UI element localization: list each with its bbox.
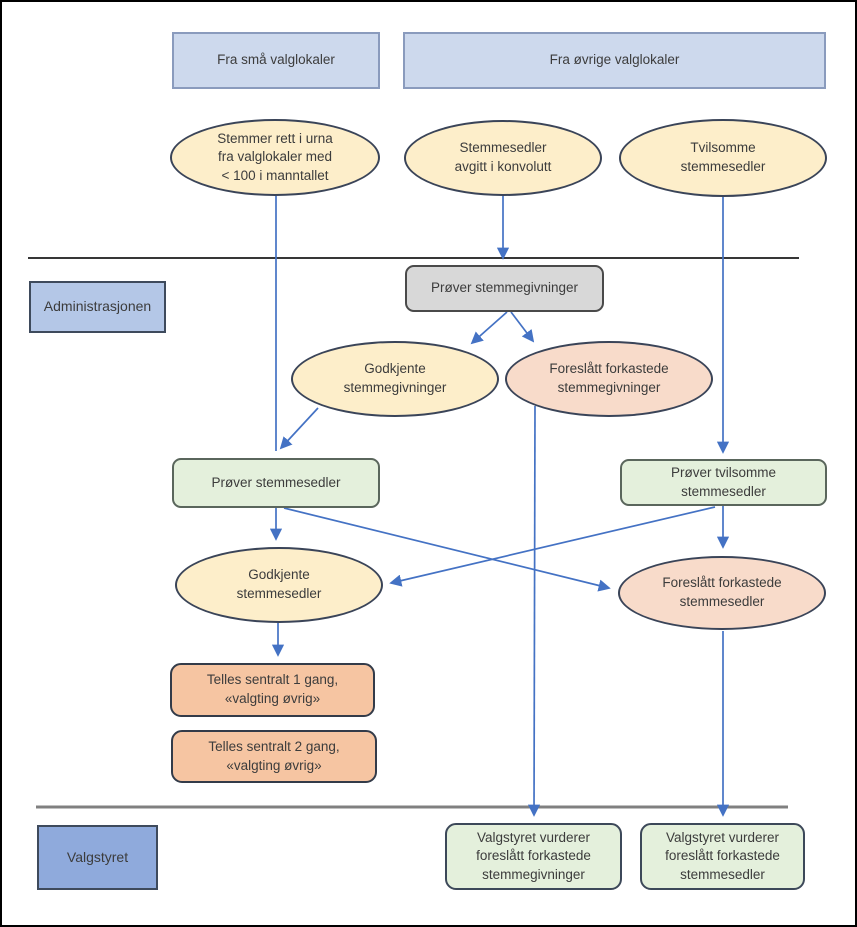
arrow-check-doubtful-to-approved-ballots	[389, 506, 716, 587]
ellipse-approved-ballots: Godkjente stemmesedler	[175, 547, 383, 623]
source-box-small-polling-stations: Fra små valglokaler	[172, 32, 380, 89]
ellipse-approved-votes: Godkjente stemmegivninger	[291, 341, 499, 417]
lane-label-election-board: Valgstyret	[37, 825, 158, 890]
box-count-central-1: Telles sentralt 1 gang, «valgting øvrig»	[170, 663, 375, 717]
arrow-check-votes-to-proposed-rejected-votes	[510, 311, 535, 343]
box-check-votes: Prøver stemmegivninger	[405, 265, 604, 312]
box-check-ballots: Prøver stemmesedler	[172, 458, 380, 508]
arrow-check-votes-to-approved-votes	[470, 311, 508, 345]
box-count-central-2: Telles sentralt 2 gang, «valgting øvrig»	[171, 730, 377, 783]
ellipse-doubtful-ballots: Tvilsomme stemmesedler	[619, 119, 827, 197]
ellipse-proposed-rejected-votes: Foreslått forkastede stemmegivninger	[505, 341, 713, 417]
lane-label-administration: Administrasjonen	[29, 281, 166, 333]
ellipse-envelope-votes: Stemmesedler avgitt i konvolutt	[404, 120, 602, 196]
box-check-doubtful-ballots: Prøver tvilsomme stemmesedler	[620, 459, 827, 506]
arrow-approved-votes-to-check-ballots	[279, 407, 319, 450]
box-board-reviews-ballots: Valgstyret vurderer foreslått forkastede…	[640, 823, 805, 890]
ellipse-proposed-rejected-ballots: Foreslått forkastede stemmesedler	[618, 556, 826, 630]
arrow-proposed-rejected-votes-to-board	[527, 405, 541, 817]
box-board-reviews-votes: Valgstyret vurderer foreslått forkastede…	[445, 823, 622, 890]
source-box-other-polling-stations: Fra øvrige valglokaler	[403, 32, 826, 89]
ellipse-urn-votes: Stemmer rett i urna fra valglokaler med …	[170, 119, 380, 196]
arrow-check-ballots-to-proposed-rejected-ballots	[283, 507, 611, 592]
